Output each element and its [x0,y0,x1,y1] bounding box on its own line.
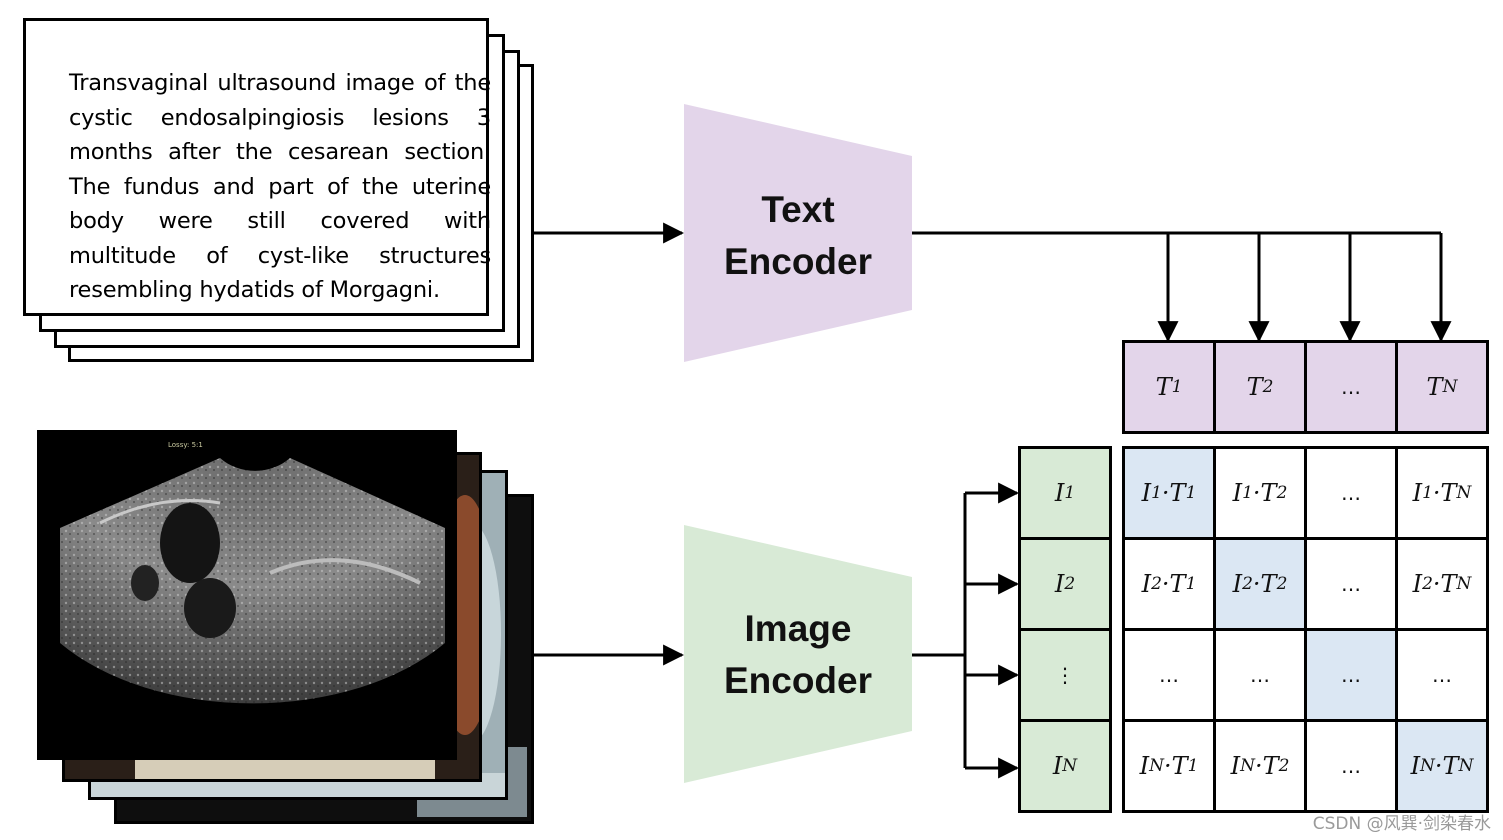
text-card-front: Transvaginal ultrasound image of the cys… [23,18,491,316]
watermark: CSDN @风巽·剑染春水 [1312,814,1491,834]
caption-text: Transvaginal ultrasound image of the cys… [69,70,491,303]
ultrasound-scan: Lossy: 5:1 [40,433,454,757]
scan-top-label: Lossy: 5:1 [168,441,203,449]
ultrasound-image: Lossy: 5:1 [37,430,457,760]
similarity-cell-3-2: … [1213,628,1307,722]
text-encoder: Text Encoder [684,104,912,362]
similarity-cell-3-3: … [1304,628,1398,722]
text-encoder-label-2: Encoder [723,241,873,282]
text-embedding-3: … [1304,340,1398,434]
image-embedding-3: ⋮ [1018,628,1112,722]
similarity-cell-4-3: … [1304,719,1398,813]
image-encoder: Image Encoder [684,525,912,783]
similarity-cell-3-1: … [1122,628,1216,722]
svg-text:Lossy: 5:1: Lossy: 5:1 [168,441,203,449]
similarity-cell-3-4: … [1395,628,1489,722]
image-encoder-label-2: Encoder [723,660,873,701]
similarity-cell-1-3: … [1304,446,1398,540]
text-encoder-label-1: Text [761,189,835,230]
image-encoder-label-1: Image [744,608,852,649]
similarity-cell-2-3: … [1304,537,1398,631]
